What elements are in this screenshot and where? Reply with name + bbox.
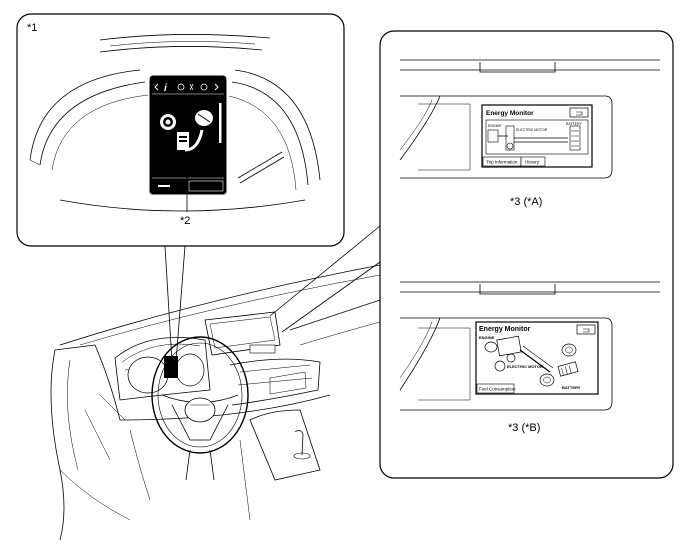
screen-b-tab-fuel-consumption[interactable] [476, 383, 515, 394]
screen-b-engine-label: ENGINE [479, 335, 495, 340]
screen-a-tab1-label: Trip Information [486, 160, 518, 165]
gauge-icon [177, 83, 185, 91]
car-icon [200, 83, 208, 91]
cluster-callout-label: *1 [27, 22, 37, 34]
screen-a-engine-label: ENGINE [488, 124, 502, 128]
chevron-right-icon [214, 83, 219, 91]
screen-a-tab-history[interactable] [520, 156, 546, 167]
range-box [188, 180, 224, 192]
motor-icon [506, 353, 516, 363]
battery-icon [569, 125, 581, 151]
screen-a-motor-label: ELECTRIC MOTOR [516, 128, 548, 132]
vehicle-interior [50, 264, 381, 541]
chevron-left-icon [154, 83, 159, 91]
screen-a-label: *3 (*A) [510, 196, 542, 208]
wheel-front-right-icon [494, 360, 506, 372]
screen-a-view: Energy Monitor ENGINE ELECTRIC MOTOR BAT… [399, 59, 660, 179]
meter-screen: i Energy Monitor P [149, 75, 227, 195]
screen-callout-box: Energy Monitor ENGINE ELECTRIC MOTOR BAT… [379, 30, 674, 479]
back-icon [583, 328, 590, 333]
screen-b-back-button[interactable] [576, 324, 596, 335]
meter-screen-title: Energy Monitor [156, 97, 204, 104]
wheel-rear-right-icon [539, 373, 555, 387]
screen-b-battery-label: BATTERY [562, 385, 581, 390]
gear-indicator: P [181, 160, 190, 175]
meter-scrollbar [219, 103, 222, 143]
back-icon [576, 111, 583, 116]
meter-display-label: *2 [180, 215, 190, 227]
screen-a-back-button[interactable] [569, 107, 589, 118]
screen-b-view: Energy Monitor ENGINE ELECTRIC MOTOR BAT… [399, 281, 660, 411]
wheel-rear-left-icon [561, 343, 577, 357]
wheel-front-left-icon [484, 341, 498, 353]
screen-b-motor-label: ELECTRIC MOTOR [507, 364, 543, 369]
range-value: 502 [191, 182, 205, 191]
engine-icon [496, 335, 522, 357]
cluster-callout-box: *1 i [16, 13, 345, 247]
info-icon: i [164, 83, 167, 94]
screen-a-battery-label: BATTERY [566, 122, 582, 126]
road-icon [189, 83, 194, 91]
screen-b-title: Energy Monitor [479, 326, 531, 333]
screen-b-label: *3 (*B) [508, 422, 540, 434]
screen-b-tab1-label: Fuel Consumption [479, 387, 516, 392]
screen-a-title: Energy Monitor [486, 110, 534, 117]
screen-a-tab2-label: History [525, 160, 540, 165]
meter-top-icons: i [154, 83, 219, 94]
motor-icon [506, 142, 514, 150]
range-unit: km [210, 185, 217, 191]
